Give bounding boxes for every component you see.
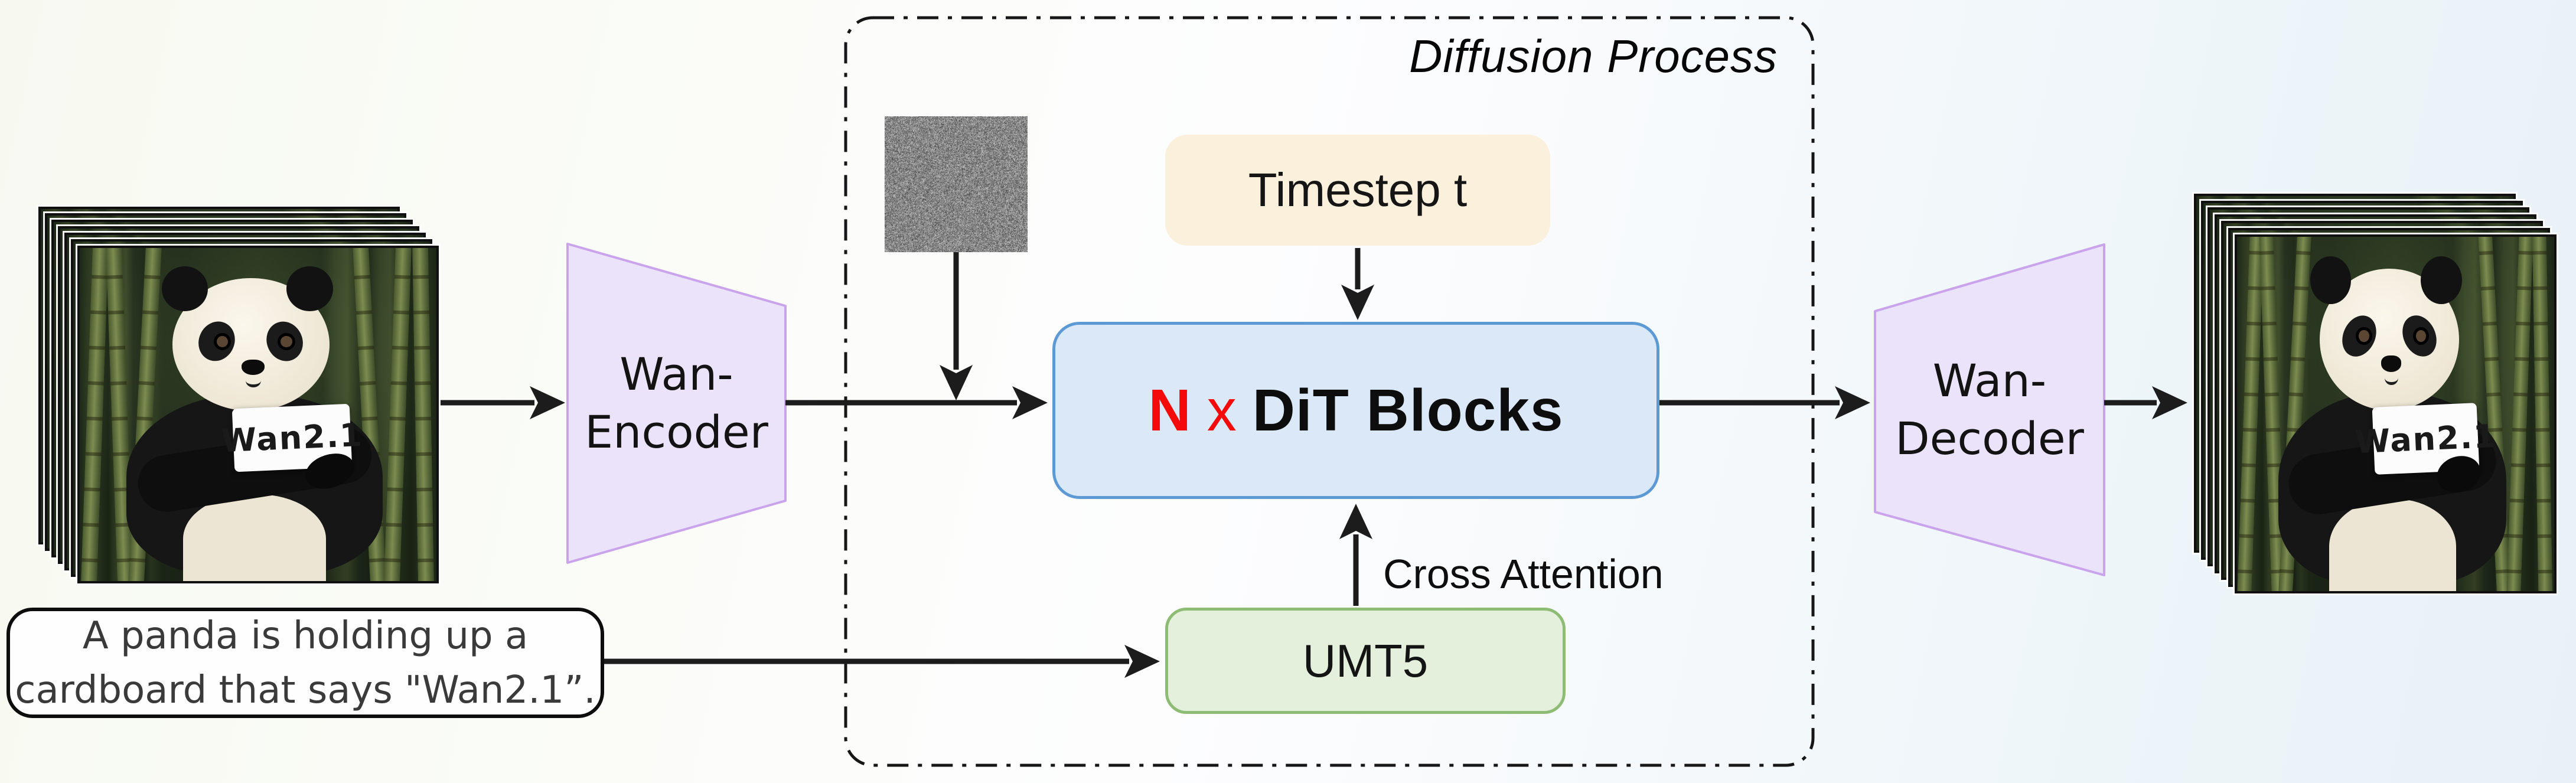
panda-nose (242, 360, 265, 375)
panda-video-frame-scene: Wan2.1 (2237, 237, 2554, 591)
wan-sign-text: Wan2.1 (220, 416, 364, 459)
panda-mouth (2385, 371, 2398, 385)
prompt-text-box: A panda is holding up a cardboard that s… (6, 608, 604, 718)
panda-belly (2329, 499, 2456, 591)
bamboo-stalk (2532, 237, 2552, 591)
umt5-box: UMT5 (1165, 608, 1566, 714)
prompt-line1: A panda is holding up a (83, 609, 528, 663)
umt5-label: UMT5 (1303, 634, 1428, 688)
panda-eye (214, 333, 231, 350)
panda-ear (2421, 256, 2462, 304)
diffusion-process-title: Diffusion Process (1346, 30, 1778, 83)
panda-ear (162, 266, 208, 311)
bamboo-stalk (80, 248, 109, 581)
panda-nose (2381, 355, 2401, 372)
dit-times-symbol: x (1207, 377, 1237, 445)
wan-encoder-label: Wan- Encoder (568, 244, 785, 563)
wan-decoder-line1: Wan- (1933, 352, 2046, 410)
dit-blocks-box: N x DiT Blocks (1052, 322, 1659, 499)
bamboo-stalk (412, 248, 434, 581)
bamboo-stalk (2237, 237, 2264, 591)
timestep-label: Timestep t (1248, 163, 1467, 217)
panda-ear (2310, 256, 2352, 304)
video-frame-front: Wan2.1 (77, 246, 439, 583)
wan-encoder-line1: Wan- (619, 345, 733, 403)
cross-attention-label: Cross Attention (1383, 550, 1664, 598)
panda-belly (183, 494, 326, 581)
video-frame-front: Wan2.1 (2235, 234, 2557, 593)
timestep-box: Timestep t (1165, 135, 1550, 246)
panda-mouth (246, 374, 260, 387)
dit-n-count: N (1148, 377, 1191, 445)
dit-blocks-label: DiT Blocks (1253, 377, 1564, 445)
wan-decoder-line2: Decoder (1895, 410, 2084, 468)
panda-video-frame-scene: Wan2.1 (80, 248, 436, 581)
wan-sign-text: Wan2.1 (2354, 417, 2497, 460)
wan-encoder-line2: Encoder (585, 403, 768, 461)
noise-latent-image (885, 116, 1028, 252)
panda-ear (286, 266, 333, 311)
bamboo-stalk (384, 248, 412, 581)
prompt-line2: cardboard that says "Wan2.1”. (15, 663, 596, 717)
panda-eye (2356, 327, 2372, 345)
panda-eye (278, 333, 295, 350)
wan-decoder-label: Wan- Decoder (1875, 244, 2104, 575)
bamboo-stalk (2506, 237, 2534, 591)
